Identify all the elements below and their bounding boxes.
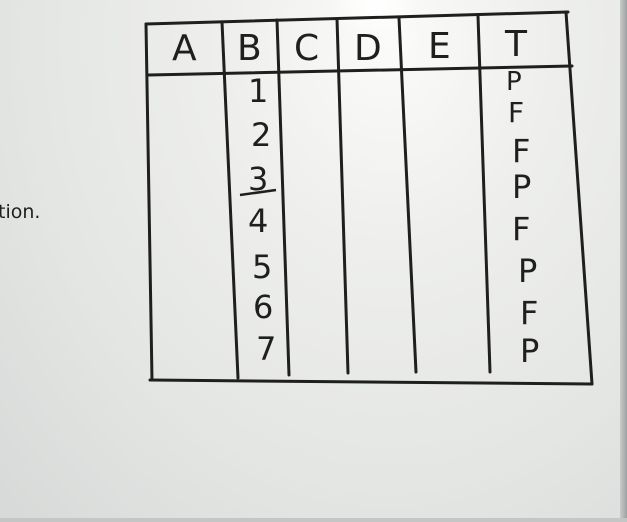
t-value: F <box>512 210 530 248</box>
table-left-border <box>144 22 154 382</box>
b-value: 2 <box>251 116 271 154</box>
column-divider-de <box>397 16 418 374</box>
whiteboard-frame-bottom <box>0 518 627 522</box>
t-value: P <box>506 67 522 97</box>
column-divider-bc <box>275 18 291 377</box>
header-labels: A B C D E T <box>172 24 528 69</box>
b-value: 6 <box>253 288 273 326</box>
table-bottom-border <box>148 378 594 386</box>
truth-table-grid <box>144 10 594 386</box>
t-value: F <box>520 294 538 332</box>
underline-mark <box>239 188 277 197</box>
b-value: 5 <box>252 248 272 286</box>
cut-off-word: tion. <box>0 201 40 223</box>
column-divider-et <box>476 14 492 374</box>
b-value: 7 <box>256 330 276 368</box>
header-e: E <box>428 26 451 67</box>
light-glare <box>330 0 420 40</box>
t-value: P <box>518 252 537 290</box>
t-value: P <box>520 332 539 370</box>
column-b-values: 1 2 3 4 5 6 7 <box>248 72 276 368</box>
b-value: 1 <box>248 72 268 110</box>
column-t-values: P F F P F P F P <box>506 67 539 370</box>
t-value: F <box>508 96 524 129</box>
t-value: F <box>512 132 530 170</box>
column-divider-ab <box>220 20 240 380</box>
header-divider <box>147 64 574 77</box>
b-value: 3 <box>248 160 268 198</box>
header-c: C <box>294 28 319 69</box>
table-right-border <box>564 10 594 386</box>
header-d: D <box>354 28 382 69</box>
b-value: 4 <box>248 202 268 240</box>
table-top-border <box>144 10 570 26</box>
whiteboard-frame-edge <box>620 0 627 522</box>
header-a: A <box>172 28 197 69</box>
header-b: B <box>237 28 262 69</box>
t-value: P <box>512 168 531 206</box>
column-divider-cd <box>335 17 350 375</box>
header-t: T <box>504 24 528 65</box>
